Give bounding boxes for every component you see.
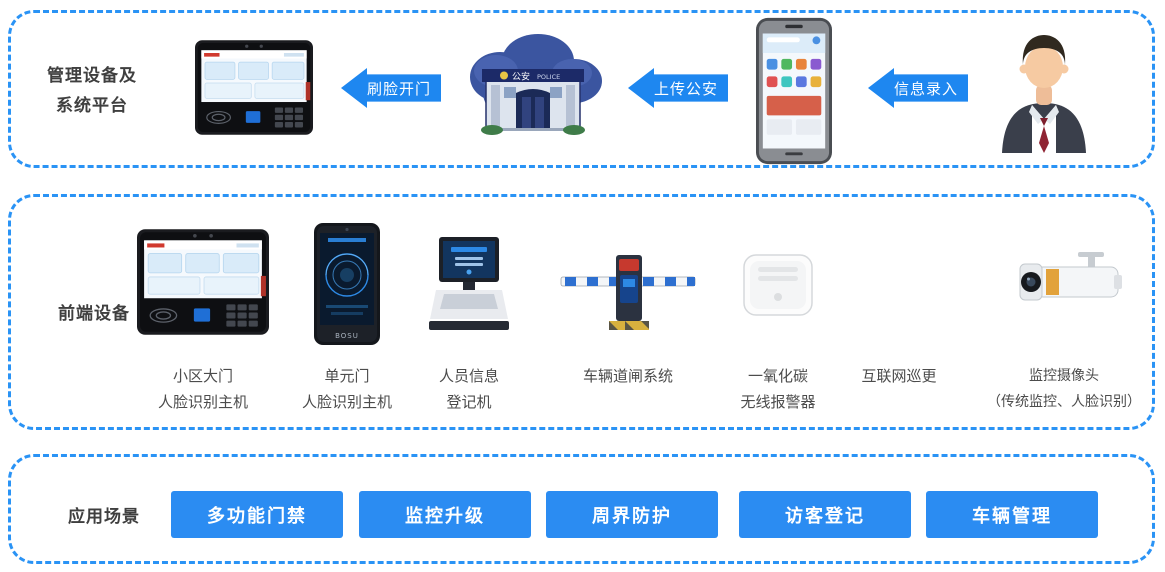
- frontend-section: 前端设备: [8, 194, 1155, 430]
- platform-section: 管理设备及 系统平台: [8, 10, 1155, 168]
- arrow-info-entry: 信息录入: [868, 68, 968, 108]
- access-control-host-icon: [195, 40, 313, 139]
- device-label: 单元门 人脸识别主机: [301, 367, 392, 411]
- scenario-button-monitor-upgrade[interactable]: 监控升级: [359, 491, 531, 538]
- device-label: 互联网巡更: [861, 367, 937, 385]
- co-alarm-icon: [742, 253, 814, 321]
- cctv-camera-icon: [1016, 251, 1124, 315]
- police-cloud-en-label: POLICE: [537, 73, 560, 81]
- arrow-upload-police: 上传公安: [628, 68, 728, 108]
- scenario-button-perimeter-protection[interactable]: 周界防护: [546, 491, 718, 538]
- frontend-section-label: 前端设备: [58, 304, 130, 324]
- police-cloud-cn-label: 公安: [512, 71, 530, 83]
- police-cloud-icon: 公安 POLICE: [458, 27, 608, 153]
- device-label: 监控摄像头 （传统监控、人脸识别）: [987, 368, 1141, 410]
- device-label: 小区大门 人脸识别主机: [157, 367, 248, 411]
- scenario-section-label: 应用场景: [68, 507, 140, 527]
- platform-section-label: 管理设备及 系统平台: [47, 66, 137, 116]
- person-icon: [994, 25, 1094, 157]
- device-label: 一氧化碳 无线报警器: [740, 367, 816, 411]
- smartphone-icon: [756, 17, 832, 169]
- scenario-button-vehicle-management[interactable]: 车辆管理: [926, 491, 1098, 538]
- device-label: 人员信息 登记机: [438, 367, 499, 411]
- community-gate-face-host-icon: [137, 229, 269, 339]
- unit-door-face-host-icon: BOSU: [314, 223, 380, 349]
- registration-terminal-icon: [428, 237, 510, 337]
- arrow-face-open-door: 刷脸开门: [341, 68, 441, 108]
- barrier-gate-icon: [559, 251, 697, 337]
- device-label: 车辆道闸系统: [582, 367, 673, 385]
- scenario-section: 应用场景 多功能门禁 监控升级 周界防护 访客登记 车辆管理: [8, 454, 1155, 564]
- scenario-button-visitor-registration[interactable]: 访客登记: [739, 491, 911, 538]
- scenario-button-access-control[interactable]: 多功能门禁: [171, 491, 343, 538]
- device-brand-label: BOSU: [335, 332, 359, 340]
